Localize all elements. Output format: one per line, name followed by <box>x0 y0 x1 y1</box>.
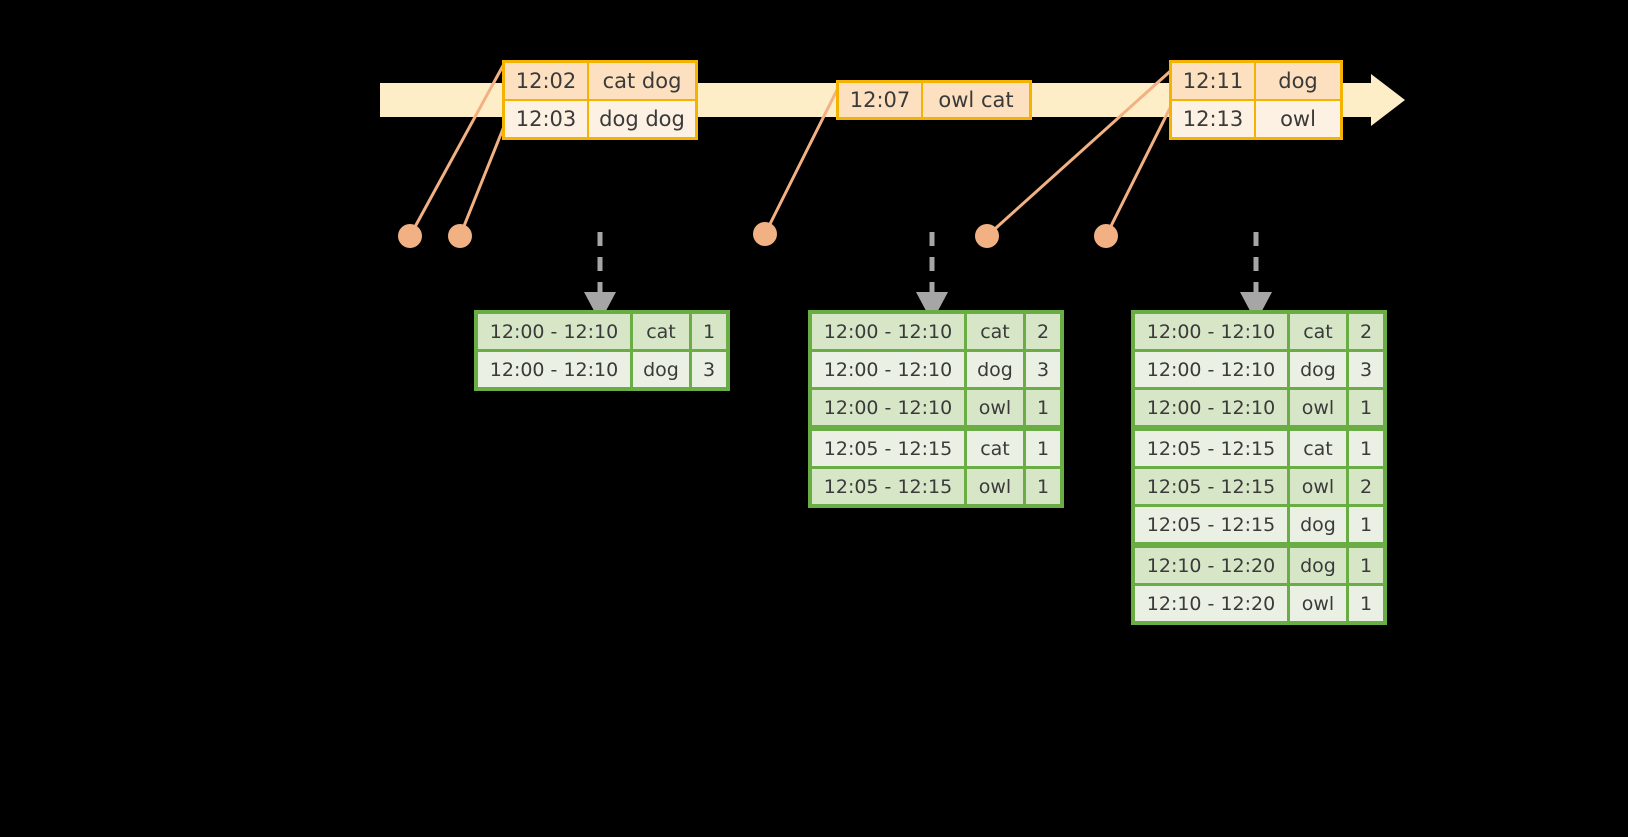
cell-window: 12:00 - 12:10 <box>478 352 630 387</box>
event-row[interactable]: 12:02 cat dog <box>505 63 695 101</box>
record-dot-3 <box>753 222 777 246</box>
record-dot-5 <box>1094 224 1118 248</box>
cell-key: dog <box>633 352 689 387</box>
cell-key: dog <box>967 352 1023 387</box>
cell-count: 1 <box>1026 431 1060 466</box>
cell-window: 12:00 - 12:10 <box>812 390 964 425</box>
cell-count: 1 <box>1349 586 1383 621</box>
cell-count: 1 <box>1349 548 1383 583</box>
cell-count: 3 <box>692 352 726 387</box>
event-group-1[interactable]: 12:02 cat dog 12:03 dog dog <box>502 60 698 140</box>
cell-key: owl <box>967 469 1023 504</box>
cell-count: 1 <box>1026 390 1060 425</box>
event-row[interactable]: 12:11 dog <box>1172 63 1340 101</box>
event-group-3[interactable]: 12:11 dog 12:13 owl <box>1169 60 1343 140</box>
event-row[interactable]: 12:13 owl <box>1172 101 1340 137</box>
cell-key: cat <box>1290 314 1346 349</box>
event-value: owl cat <box>938 88 1014 112</box>
cell-window: 12:05 - 12:15 <box>812 469 964 504</box>
cell-window: 12:00 - 12:10 <box>1135 390 1287 425</box>
record-dot-4 <box>975 224 999 248</box>
cell-key: dog <box>1290 548 1346 583</box>
cell-window: 12:00 - 12:10 <box>812 314 964 349</box>
cell-count: 1 <box>1349 431 1383 466</box>
cell-key: owl <box>1290 469 1346 504</box>
cell-count: 1 <box>1349 507 1383 542</box>
event-value: owl <box>1280 107 1316 131</box>
cell-window: 12:05 - 12:15 <box>1135 431 1287 466</box>
event-value: dog dog <box>599 107 685 131</box>
event-time: 12:07 <box>839 83 923 117</box>
event-value: dog <box>1278 69 1318 93</box>
cell-key: owl <box>1290 586 1346 621</box>
cell-key: cat <box>967 314 1023 349</box>
event-time: 12:11 <box>1172 63 1256 99</box>
record-dot-2 <box>448 224 472 248</box>
cell-window: 12:05 - 12:15 <box>1135 469 1287 504</box>
cell-window: 12:05 - 12:15 <box>1135 507 1287 542</box>
cell-count: 2 <box>1349 314 1383 349</box>
event-time: 12:13 <box>1172 101 1256 137</box>
event-row[interactable]: 12:07 owl cat <box>839 83 1029 117</box>
event-row[interactable]: 12:03 dog dog <box>505 101 695 137</box>
timeline-arrowhead-icon <box>1371 74 1405 126</box>
cell-count: 3 <box>1026 352 1060 387</box>
event-time: 12:02 <box>505 63 589 99</box>
cell-count: 1 <box>692 314 726 349</box>
cell-key: owl <box>967 390 1023 425</box>
cell-window: 12:00 - 12:10 <box>1135 314 1287 349</box>
cell-key: cat <box>967 431 1023 466</box>
cell-key: dog <box>1290 352 1346 387</box>
cell-window: 12:10 - 12:20 <box>1135 586 1287 621</box>
cell-window: 12:00 - 12:10 <box>812 352 964 387</box>
event-group-2[interactable]: 12:07 owl cat <box>836 80 1032 120</box>
cell-count: 1 <box>1349 390 1383 425</box>
cell-window: 12:10 - 12:20 <box>1135 548 1287 583</box>
cell-key: cat <box>1290 431 1346 466</box>
cell-key: owl <box>1290 390 1346 425</box>
cell-window: 12:05 - 12:15 <box>812 431 964 466</box>
cell-count: 1 <box>1026 469 1060 504</box>
cell-key: cat <box>633 314 689 349</box>
event-value: cat dog <box>602 69 682 93</box>
event-time: 12:03 <box>505 101 589 137</box>
cell-count: 2 <box>1349 469 1383 504</box>
cell-count: 3 <box>1349 352 1383 387</box>
record-dot-1 <box>398 224 422 248</box>
cell-window: 12:00 - 12:10 <box>478 314 630 349</box>
cell-count: 2 <box>1026 314 1060 349</box>
cell-window: 12:00 - 12:10 <box>1135 352 1287 387</box>
cell-key: dog <box>1290 507 1346 542</box>
